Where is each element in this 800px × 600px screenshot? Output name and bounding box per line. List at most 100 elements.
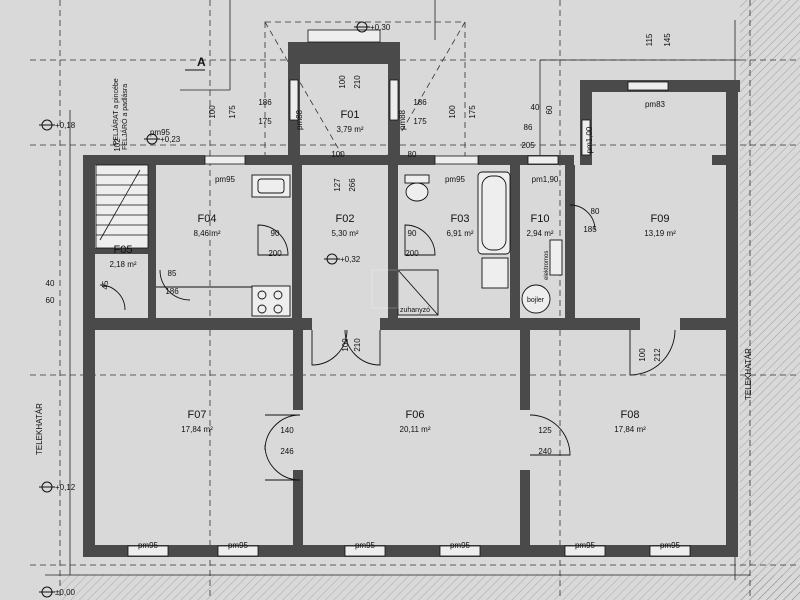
- window-label-3: pm1,90: [532, 175, 559, 184]
- door-swings: [99, 204, 676, 481]
- room-id-f06: F06: [406, 409, 425, 421]
- level-text-3: +0,32: [340, 255, 361, 264]
- dimension-4: 186: [413, 98, 427, 107]
- window-label-1: pm95: [445, 175, 466, 184]
- boundary-label-right: TELEKHATÁR: [744, 348, 753, 400]
- dimension-14: 102: [113, 138, 122, 152]
- room-id-f01: F01: [341, 109, 360, 121]
- level-mark-3: +0,32: [324, 253, 361, 265]
- window-label-4: pm83: [645, 100, 666, 109]
- boundary-hatch-bottom: [60, 575, 800, 600]
- fixtures: [156, 171, 563, 317]
- room-area-f03: 6,91 m²: [446, 229, 473, 238]
- level-marks: +0,30 +0,18 +0,23 +0,32 +0,12 ±0,00: [39, 21, 391, 598]
- dimension-8: 40: [531, 103, 540, 112]
- dimension-25: 40: [46, 279, 55, 288]
- level-mark-4: +0,12: [39, 481, 76, 493]
- electric-heater: [549, 239, 563, 276]
- dimension-6: 100: [448, 105, 457, 119]
- windows: [127, 79, 691, 557]
- dimension-19: 90: [408, 229, 417, 238]
- level-text-1: +0,18: [55, 121, 76, 130]
- room-id-f07: F07: [188, 409, 207, 421]
- dimension-33: 240: [538, 447, 552, 456]
- window-label-8: pm95: [138, 541, 159, 550]
- room-area-f10: 2,94 m²: [526, 229, 553, 238]
- level-text-5: ±0,00: [55, 588, 76, 597]
- dashed-grid: [30, 0, 800, 600]
- window-label-0: pm95: [215, 175, 236, 184]
- room-area-f02: 5,30 m²: [331, 229, 358, 238]
- boundary-label-left: TELEKHATÁR: [35, 403, 44, 455]
- room-id-f03: F03: [451, 213, 470, 225]
- washbasin: [481, 257, 509, 289]
- dimension-27: 45: [101, 280, 110, 289]
- dimension-18: 200: [268, 249, 282, 258]
- dimension-28: 100: [341, 338, 350, 352]
- dimension-1: 175: [228, 105, 237, 119]
- window-label-13: pm95: [660, 541, 681, 550]
- level-text-0: +0,30: [370, 23, 391, 32]
- dimension-17: 90: [271, 229, 280, 238]
- dimension-32: 125: [538, 426, 552, 435]
- dimension-15: 127: [333, 178, 342, 192]
- dimension-23: 85: [168, 269, 177, 278]
- room-id-f09: F09: [651, 213, 670, 225]
- boiler: [521, 284, 551, 314]
- dimension-0: 100: [208, 105, 217, 119]
- dimension-9: 60: [545, 105, 554, 114]
- dimension-labels: pm95 pm95 pm95 pm1,90 pm83 pm88 pm88 pm1,00 pm95…: [46, 33, 681, 550]
- room-area-f07: 17,84 m²: [181, 425, 213, 434]
- dimension-7: 175: [468, 105, 477, 119]
- room-area-f04: 8,46 m²: [193, 229, 220, 238]
- room-id-f10: F10: [531, 213, 550, 225]
- entrance-note-2: FELJÁRÓ a padlásra: [120, 84, 129, 150]
- dimension-24: 186: [165, 287, 179, 296]
- dimension-12: 115: [645, 33, 654, 46]
- level-mark-0: +0,30: [354, 21, 391, 33]
- room-area-f08: 17,84 m²: [614, 425, 646, 434]
- window-label-5: pm88: [295, 109, 304, 130]
- level-mark-5: ±0,00: [39, 586, 76, 598]
- dimension-34: 100: [638, 348, 647, 362]
- window-label-10: pm95: [355, 541, 376, 550]
- level-text-2: +0,23: [160, 135, 181, 144]
- window-label-6: pm88: [398, 109, 407, 130]
- dimension-3: 175: [258, 117, 272, 126]
- dimension-26: 60: [46, 296, 55, 305]
- room-id-f05: F05: [114, 244, 133, 256]
- room-area-f01: 3,79 m²: [336, 125, 363, 134]
- dimension-36: 100: [338, 75, 347, 89]
- entrance-note-1: FELJÁRAT a pincébe: [111, 78, 120, 145]
- window-label-12: pm95: [575, 541, 596, 550]
- dimension-22: 185: [583, 225, 597, 234]
- level-mark-1: +0,18: [39, 119, 76, 131]
- dimension-20: 200: [405, 249, 419, 258]
- dimension-29: 210: [353, 338, 362, 352]
- stove: [251, 285, 291, 317]
- section-marker-a: A: [185, 55, 206, 71]
- section-marker-label: A: [197, 55, 206, 69]
- dimension-16: 266: [348, 178, 357, 192]
- room-id-f04: F04: [198, 213, 217, 225]
- room-area-f09: 13,19 m²: [644, 229, 676, 238]
- level-text-4: +0,12: [55, 483, 76, 492]
- toilet: [405, 182, 429, 202]
- window-label-11: pm95: [450, 541, 471, 550]
- shower-label: zuhanyzó: [400, 307, 430, 314]
- stairs: [95, 29, 381, 249]
- room-area-f05: 2,18 m²: [109, 260, 136, 269]
- room-id-f08: F08: [621, 409, 640, 421]
- dimension-13: 145: [663, 33, 672, 47]
- shower-tray: [397, 269, 439, 316]
- dimension-35: 212: [653, 348, 662, 362]
- dimension-21: 80: [591, 207, 600, 216]
- dimension-2: 186: [258, 98, 272, 107]
- dimension-38: 100: [331, 150, 345, 159]
- room-id-f02: F02: [336, 213, 355, 225]
- window-label-7: pm1,00: [585, 126, 594, 153]
- window-label-9: pm95: [228, 541, 249, 550]
- dimension-39: 80: [408, 150, 417, 159]
- room-labels: F01 3,79 m² F02 5,30 m² F03 6,91 m² F04 8,46 m²…: [109, 109, 676, 434]
